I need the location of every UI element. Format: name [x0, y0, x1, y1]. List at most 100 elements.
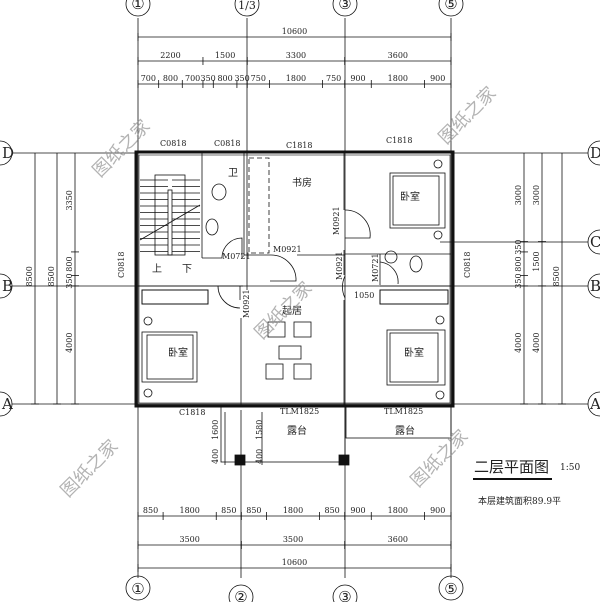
dim-label: 1600: [211, 420, 220, 440]
room-label-study: 书房: [292, 176, 312, 189]
dimension-label: 800: [217, 74, 232, 83]
dimension-label: 3300: [286, 51, 306, 60]
watermark: 图纸之家: [89, 116, 155, 182]
doors: [217, 209, 399, 309]
stair-up-label: 上: [152, 263, 162, 275]
bathroom-fixtures: [205, 157, 423, 273]
toilet-icon: [409, 255, 423, 273]
chair-icon: [265, 363, 284, 380]
terrace-right: [345, 405, 452, 439]
axis-label: B: [2, 277, 13, 295]
dimension-label: 750: [251, 74, 266, 83]
dimension-label: 1800: [283, 506, 303, 515]
dimension-label: 3350: [65, 190, 74, 210]
axis-label: D: [590, 144, 600, 162]
dim-label: 1050: [354, 291, 374, 300]
exterior-wall-inner: [138, 154, 451, 404]
axis-label: ③: [338, 588, 351, 602]
bed-icon: [389, 172, 446, 229]
window-label: C1818: [386, 136, 412, 145]
dimension-label: 3000: [514, 185, 523, 205]
axis-bubble: [587, 140, 600, 166]
axis-label: ⑤: [444, 0, 457, 13]
axis-bubble: [587, 273, 600, 299]
window-label: C0818: [117, 252, 126, 278]
dimension-label: 900: [350, 74, 365, 83]
living-furniture: [265, 321, 312, 380]
room-label-bedroom: 卧室: [400, 190, 420, 203]
balconies: [220, 405, 452, 466]
dimension-label: 1500: [215, 51, 235, 60]
dimension-label: 800: [163, 74, 178, 83]
dimension-label: 850: [246, 506, 261, 515]
drawing-scale: 1:50: [560, 463, 580, 473]
axis-label: B: [590, 277, 600, 295]
staircase: [139, 174, 201, 256]
dimension-label: 3500: [283, 535, 303, 544]
dimension-label: 350: [514, 239, 523, 254]
dimension-label: 350: [514, 273, 523, 288]
axis-bubble: [587, 391, 600, 417]
dimension-label: 700: [185, 74, 200, 83]
room-label-bedroom: 卧室: [168, 346, 188, 359]
axis-label: ①: [131, 580, 144, 598]
room-label-bathroom: 卫: [228, 168, 238, 179]
room-label-terrace: 露台: [395, 424, 415, 437]
dim-label: 400: [255, 449, 264, 464]
axis-label: D: [2, 144, 14, 162]
dimension-label: 850: [143, 506, 158, 515]
axis-label: ⑤: [444, 580, 457, 598]
dimension-label: 10600: [282, 27, 307, 36]
axis-bubble: [438, 575, 464, 601]
axis-bubble: [587, 229, 600, 255]
watermark: 图纸之家: [57, 436, 123, 502]
door-label: M0921: [332, 206, 341, 235]
axis-label: ①: [131, 0, 144, 13]
room-label-bedroom: 卧室: [404, 346, 424, 359]
dim-label: 400: [211, 449, 220, 464]
dimension-label: 3600: [388, 51, 408, 60]
watermark: 图纸之家: [407, 426, 473, 492]
axis-bubble: [125, 0, 151, 17]
dimension-label: 350: [234, 74, 249, 83]
watermark: 图纸之家: [251, 278, 317, 344]
column: [338, 454, 350, 466]
door-label: M0721: [222, 252, 251, 261]
dimension-label: 4000: [514, 333, 523, 353]
dimension-label: 3500: [179, 535, 199, 544]
dimension-label: 700: [141, 74, 156, 83]
dimension-label: 1800: [388, 74, 408, 83]
dimension-label: 2200: [160, 51, 180, 60]
axis-bubble: [332, 584, 358, 602]
door-label: TLM1825: [280, 407, 319, 416]
dimension-label: 800: [65, 256, 74, 271]
dimension-label: 750: [326, 74, 341, 83]
axis-bubble: [0, 273, 13, 299]
door-label: M0921: [242, 289, 251, 318]
axis-label: A: [1, 395, 13, 413]
beds: [141, 159, 446, 400]
dimension-label: 1500: [532, 251, 541, 271]
wardrobe: [379, 289, 449, 305]
axis-label: ②: [234, 588, 247, 602]
terrace-mid: [220, 405, 346, 463]
floor-area: 本层建筑面积89.9平: [478, 495, 561, 507]
window-label: C0818: [160, 139, 186, 148]
door-label: M0921: [335, 251, 344, 280]
room-labels: 卫 书房 卧室 卧室 卧室 起居 上 下 露台 露台: [152, 168, 424, 437]
dimension-label: 4000: [532, 333, 541, 353]
opening-labels: C0818 C0818 C1818 C1818 C0818 C0818 C181…: [117, 136, 472, 464]
axis-label: A: [589, 395, 600, 413]
table-icon: [278, 345, 302, 360]
drawing-title: 二层平面图 1:50 本层建筑面积89.9平: [473, 458, 580, 507]
watermark: 图纸之家: [435, 83, 501, 149]
dimension-label: 3000: [532, 185, 541, 205]
dimension-label: 850: [221, 506, 236, 515]
exterior-wall: [134, 150, 455, 408]
chair-icon: [293, 321, 312, 338]
wardrobe: [141, 289, 209, 305]
